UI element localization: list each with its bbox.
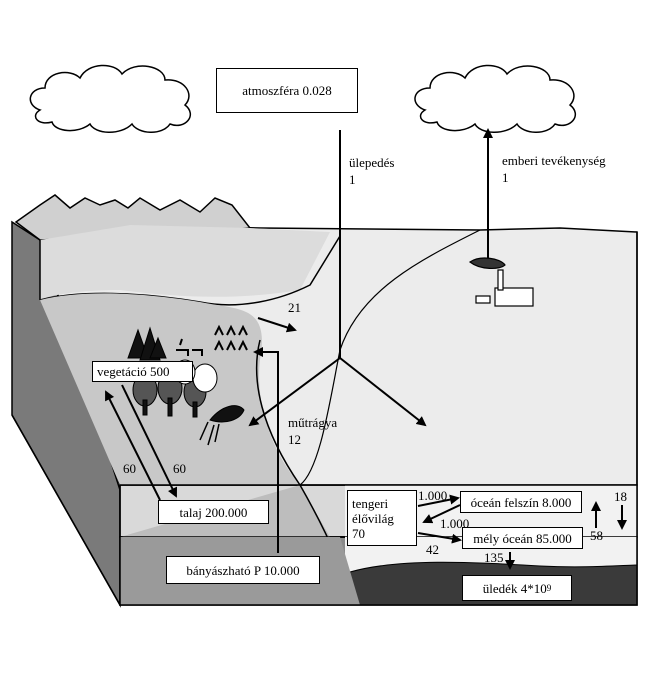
arrow-to-ocean xyxy=(339,357,427,427)
label-fertilizer-value: 12 xyxy=(288,432,301,447)
label-soil-to-veg: 60 xyxy=(173,461,186,476)
arrow-life-deep xyxy=(417,532,462,544)
flow-arrows xyxy=(105,128,627,570)
label-fertilizer: műtrágya xyxy=(288,415,338,430)
deep-ocean-box: mély óceán 85.000 xyxy=(462,527,583,549)
ocean-surface-box: óceán felszín 8.000 xyxy=(460,491,582,513)
label-deep-to-sediment: 135 xyxy=(484,550,504,565)
label-life-to-deep: 42 xyxy=(426,542,439,557)
sediment-label: üledék 4*10 xyxy=(482,580,547,596)
arrow-life-surface xyxy=(417,494,460,507)
arrow-soil-veg xyxy=(105,390,161,501)
label-deposition-value: 1 xyxy=(349,172,356,187)
label-upwelling: 58 xyxy=(590,528,603,543)
soil-box: talaj 200.000 xyxy=(158,500,269,524)
atmosphere-box: atmoszféra 0.028 xyxy=(216,68,358,113)
arrow-to-veg xyxy=(248,357,341,427)
arrow-runoff xyxy=(257,317,297,333)
marine-life-box: tengeri élővilág 70 xyxy=(347,490,417,546)
arrow-surface-life xyxy=(422,504,461,524)
label-runoff: 21 xyxy=(288,300,301,315)
label-life-to-surface: 1.000 xyxy=(418,488,448,503)
label-veg-to-soil: 60 xyxy=(123,461,136,476)
label-human-activity-value: 1 xyxy=(502,170,509,185)
cloud-left-icon xyxy=(29,64,191,133)
marine-life-line2: élővilág xyxy=(352,510,394,526)
label-surface-to-life: 1.000 xyxy=(440,516,470,531)
marine-life-line3: 70 xyxy=(352,525,365,541)
arrow-veg-soil xyxy=(121,384,177,498)
mineable-box: bányászható P 10.000 xyxy=(166,556,320,584)
vegetation-box: vegetáció 500 xyxy=(92,361,193,382)
cloud-right-icon xyxy=(414,64,576,133)
label-deposition: ülepedés xyxy=(349,155,395,170)
marine-life-line1: tengeri xyxy=(352,495,389,511)
arrow-fertilizer xyxy=(253,347,279,553)
label-human-activity: emberi tevékenység xyxy=(502,153,606,168)
factory-icon xyxy=(468,257,534,307)
label-downwelling: 18 xyxy=(614,489,627,504)
